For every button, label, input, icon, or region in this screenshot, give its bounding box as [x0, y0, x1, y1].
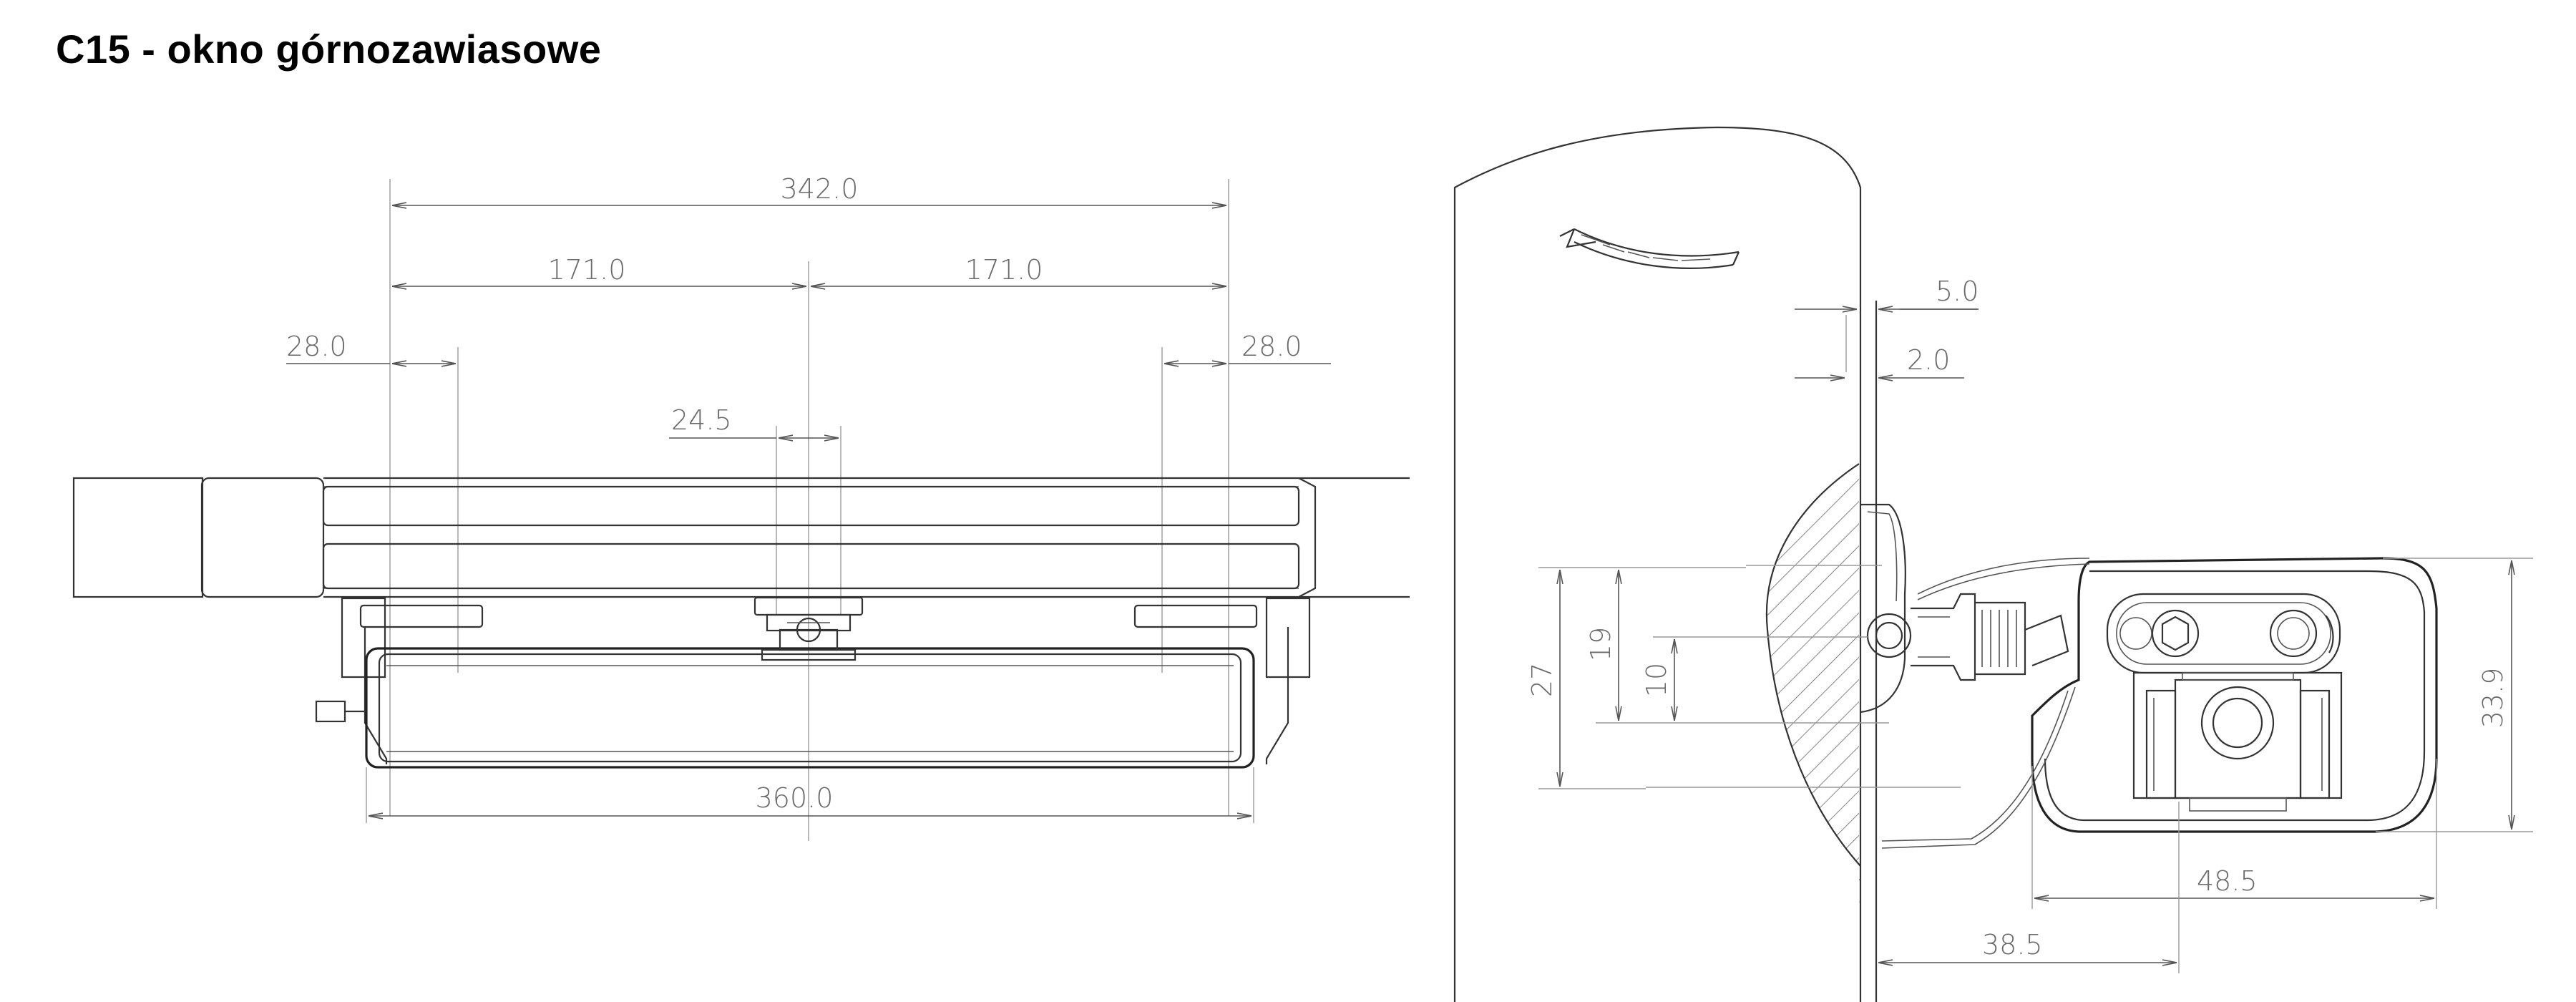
dim-48-5: 48.5	[2197, 865, 2258, 897]
front-view: 342.0 171.0 171.0 28.0 28.0 24.5	[72, 173, 1410, 841]
page-title: C15 - okno górnozawiasowe	[56, 26, 602, 72]
dim-5-0: 5.0	[1936, 276, 1979, 307]
dim-28-right: 28.0	[1241, 331, 1302, 362]
dim-27: 27	[1526, 663, 1558, 697]
dim-360: 360.0	[756, 782, 834, 814]
dim-2-0: 2.0	[1907, 344, 1950, 376]
dim-19: 19	[1585, 627, 1616, 661]
dim-24-5: 24.5	[671, 404, 732, 436]
dim-171-right: 171.0	[965, 254, 1043, 286]
dim-10: 10	[1641, 663, 1672, 697]
dim-38-5: 38.5	[1982, 929, 2043, 960]
side-view: 5.0 2.0 27 19 10 33.9 48.5 38.5	[1453, 126, 2533, 1002]
dim-342: 342.0	[781, 173, 859, 205]
dim-171-left: 171.0	[548, 254, 626, 286]
dim-28-left: 28.0	[286, 331, 347, 362]
dim-33-9: 33.9	[2477, 668, 2509, 729]
